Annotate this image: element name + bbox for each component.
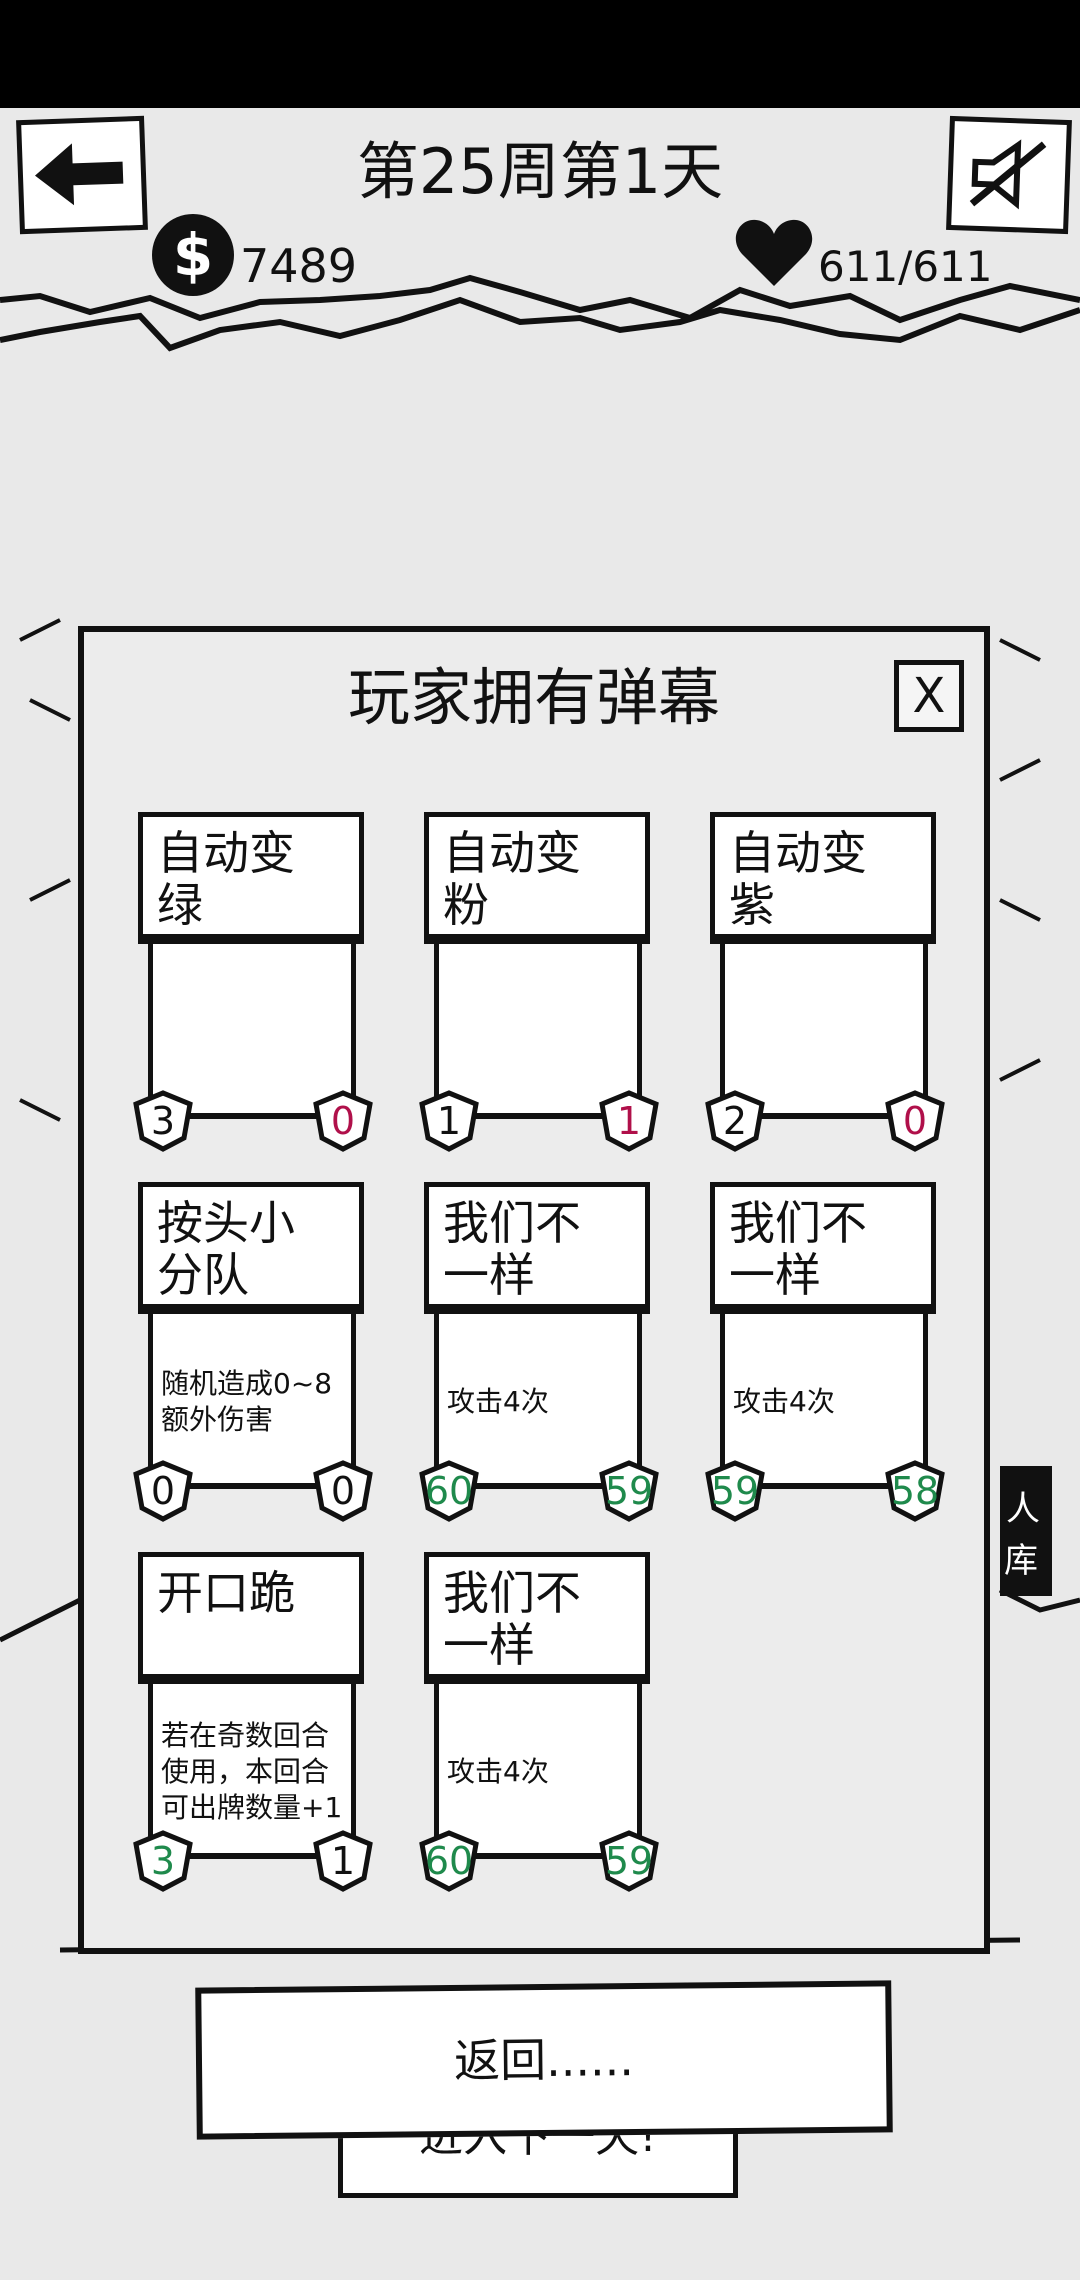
card-header: 自动变 粉 — [424, 812, 650, 944]
card-cost-badge: 3 — [132, 1830, 194, 1892]
card-power-badge: 0 — [312, 1090, 374, 1152]
card-power-badge: 0 — [884, 1090, 946, 1152]
card-cost-badge: 1 — [418, 1090, 480, 1152]
card-description: 攻击4次 — [447, 1384, 549, 1418]
card-power-badge: 59 — [598, 1830, 660, 1892]
danmaku-card[interactable]: 我们不 一样攻击4次 59 58 — [705, 1182, 945, 1532]
danmaku-card[interactable]: 我们不 一样攻击4次 60 59 — [419, 1182, 659, 1532]
danmaku-card[interactable]: 自动变 粉 1 1 — [419, 812, 659, 1162]
card-header: 我们不 一样 — [424, 1182, 650, 1314]
card-right-value: 1 — [616, 1099, 642, 1143]
card-power-badge: 1 — [312, 1830, 374, 1892]
card-right-value: 0 — [330, 1469, 356, 1513]
card-header: 我们不 一样 — [710, 1182, 936, 1314]
danmaku-card[interactable]: 开口跪若在奇数回合 使用，本回合 可出牌数量+1 3 1 — [133, 1552, 373, 1902]
card-left-value: 1 — [436, 1099, 462, 1143]
card-cost-badge: 0 — [132, 1460, 194, 1522]
card-right-value: 1 — [330, 1839, 356, 1883]
hp-value: 611/611 — [818, 242, 993, 291]
card-description: 随机造成0~8 额外伤害 — [161, 1366, 333, 1436]
card-power-badge: 0 — [312, 1460, 374, 1522]
card-body — [148, 944, 356, 1119]
back-button[interactable] — [16, 115, 148, 235]
card-left-value: 60 — [424, 1839, 474, 1883]
card-name: 我们不 一样 — [443, 1196, 581, 1302]
card-header: 开口跪 — [138, 1552, 364, 1684]
danmaku-card[interactable]: 按头小 分队随机造成0~8 额外伤害 0 0 — [133, 1182, 373, 1532]
date-title: 第25周第1天 — [356, 135, 724, 208]
card-header: 按头小 分队 — [138, 1182, 364, 1314]
close-button[interactable]: X — [894, 660, 964, 732]
arrow-left-icon — [34, 143, 124, 206]
speaker-muted-icon — [969, 139, 1047, 210]
close-icon: X — [912, 668, 946, 724]
card-name: 我们不 一样 — [443, 1566, 581, 1672]
return-button[interactable]: 返回...... — [195, 1980, 893, 2140]
card-power-badge: 58 — [884, 1460, 946, 1522]
card-left-value: 0 — [150, 1469, 176, 1513]
card-right-value: 59 — [604, 1839, 654, 1883]
card-right-value: 59 — [604, 1469, 654, 1513]
card-header: 自动变 紫 — [710, 812, 936, 944]
card-left-value: 2 — [722, 1099, 748, 1143]
card-body: 攻击4次 — [720, 1314, 928, 1489]
card-name: 自动变 绿 — [157, 826, 295, 932]
card-cost-badge: 3 — [132, 1090, 194, 1152]
danmaku-card[interactable]: 自动变 紫 2 0 — [705, 812, 945, 1162]
card-name: 按头小 分队 — [157, 1196, 295, 1302]
card-right-value: 0 — [902, 1099, 928, 1143]
card-cost-badge: 60 — [418, 1460, 480, 1522]
card-body: 攻击4次 — [434, 1684, 642, 1859]
card-left-value: 59 — [710, 1469, 760, 1513]
card-name: 自动变 粉 — [443, 826, 581, 932]
danmaku-card[interactable]: 自动变 绿 3 0 — [133, 812, 373, 1162]
card-name: 自动变 紫 — [729, 826, 867, 932]
card-cost-badge: 60 — [418, 1830, 480, 1892]
card-cost-badge: 2 — [704, 1090, 766, 1152]
card-left-value: 3 — [150, 1839, 176, 1883]
card-right-value: 0 — [330, 1099, 356, 1143]
card-cost-badge: 59 — [704, 1460, 766, 1522]
card-header: 我们不 一样 — [424, 1552, 650, 1684]
card-description: 攻击4次 — [447, 1754, 549, 1788]
status-bar — [0, 0, 1080, 108]
card-body — [434, 944, 642, 1119]
money-value: 7489 — [240, 239, 358, 293]
card-body: 随机造成0~8 额外伤害 — [148, 1314, 356, 1489]
card-body: 若在奇数回合 使用，本回合 可出牌数量+1 — [148, 1684, 356, 1859]
card-right-value: 58 — [890, 1469, 940, 1513]
card-left-value: 3 — [150, 1099, 176, 1143]
card-body: 攻击4次 — [434, 1314, 642, 1489]
danmaku-card[interactable]: 我们不 一样攻击4次 60 59 — [419, 1552, 659, 1902]
card-left-value: 60 — [424, 1469, 474, 1513]
card-header: 自动变 绿 — [138, 812, 364, 944]
coin-icon: $ — [152, 214, 234, 296]
card-body — [720, 944, 928, 1119]
card-power-badge: 1 — [598, 1090, 660, 1152]
card-name: 我们不 一样 — [729, 1196, 867, 1302]
modal-title: 玩家拥有弹幕 — [347, 661, 720, 734]
card-power-badge: 59 — [598, 1460, 660, 1522]
mute-button[interactable] — [946, 115, 1072, 235]
card-description: 攻击4次 — [733, 1384, 835, 1418]
heart-icon — [735, 219, 813, 286]
card-name: 开口跪 — [157, 1566, 295, 1620]
card-description: 若在奇数回合 使用，本回合 可出牌数量+1 — [161, 1718, 343, 1824]
